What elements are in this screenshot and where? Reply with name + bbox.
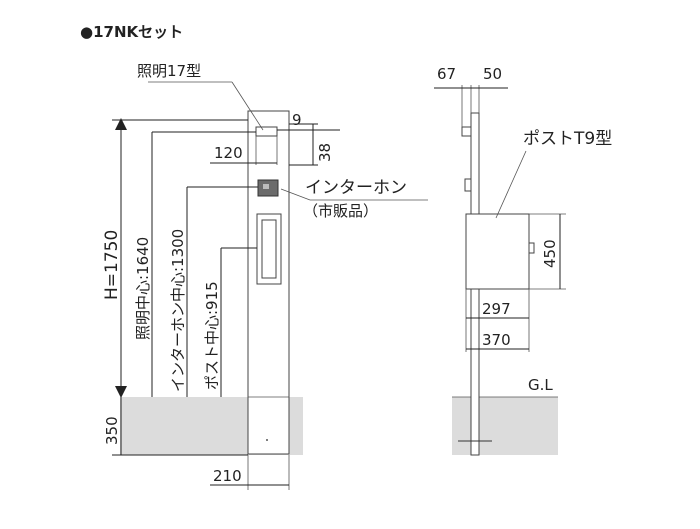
dim-38-label: 38 <box>316 143 334 162</box>
burial-label: 350 <box>103 416 121 445</box>
intercom-label: インターホン <box>305 178 407 198</box>
front-light-fixture <box>255 126 278 137</box>
box-depth-label: 297 <box>482 300 511 318</box>
top-dim-right-label: 50 <box>483 65 502 83</box>
front-mail-slot-inner <box>261 219 277 279</box>
side-mailbox-handle <box>528 242 535 254</box>
light-label-leader <box>231 81 264 131</box>
dim-9-label: 9 <box>292 111 302 129</box>
side-mailbox-body <box>465 213 530 290</box>
top-dim-left-label: 67 <box>437 65 456 83</box>
light-label: 照明17型 <box>137 62 201 80</box>
front-post-mark <box>266 439 268 441</box>
base-width-label: 210 <box>213 467 242 485</box>
box-height-label: 450 <box>541 239 559 268</box>
gl-label: G.L <box>528 376 553 394</box>
intercom-center-label: インターホン中心:1300 <box>169 229 187 392</box>
dim-height-arrow-bottom <box>115 386 127 398</box>
post-center-label: ポスト中心:915 <box>203 281 221 390</box>
dim-height-arrow-top <box>115 118 127 130</box>
intercom-sub-label: （市販品） <box>303 202 378 220</box>
box-total-label: 370 <box>482 331 511 349</box>
diagram-title: ●17NKセット <box>80 23 183 41</box>
post-t9-leader <box>495 150 527 219</box>
side-ground-area <box>452 397 558 455</box>
side-light-fixture <box>461 126 472 137</box>
light-center-label: 照明中心:1640 <box>134 237 152 340</box>
dim-120-label: 120 <box>214 144 243 162</box>
post-t9-label: ポストT9型 <box>523 129 612 149</box>
front-intercom-lens <box>263 184 269 189</box>
height-label: H=1750 <box>102 230 122 300</box>
intercom-leader <box>280 188 311 201</box>
side-intercom-profile <box>464 178 472 192</box>
